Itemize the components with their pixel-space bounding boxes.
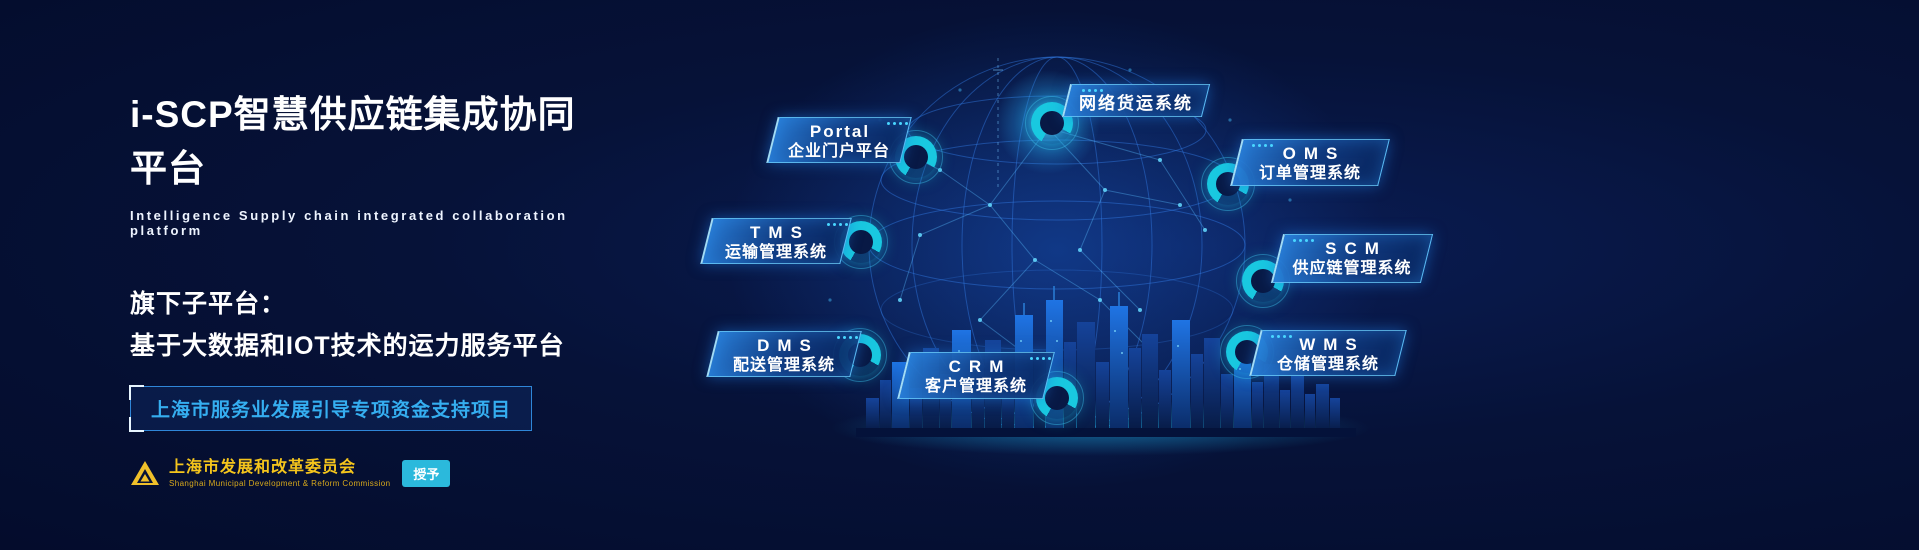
system-chip-freight[interactable]: 网络货运系统 xyxy=(1061,84,1211,117)
sub-platform-label: 旗下子平台： xyxy=(130,290,287,318)
sub-platform-desc: 基于大数据和IOT技术的运力服务平台 xyxy=(130,332,565,360)
system-chip-oms[interactable]: OMS 订单管理系统 xyxy=(1230,139,1390,186)
issuer-name: 上海市发展和改革委员会 xyxy=(169,459,357,476)
system-chip-wms[interactable]: WMS 仓储管理系统 xyxy=(1249,330,1407,376)
system-name: 网络货运系统 xyxy=(1079,94,1193,113)
funding-project-banner: 上海市服务业发展引导专项资金支持项目 xyxy=(128,385,533,432)
system-abbr: TMS xyxy=(750,223,810,242)
system-name: 客户管理系统 xyxy=(924,378,1027,395)
system-chip-crm[interactable]: CRM 客户管理系统 xyxy=(897,352,1055,399)
tms-ring-icon xyxy=(834,215,888,269)
system-name: 订单管理系统 xyxy=(1258,165,1361,182)
system-chip-tms[interactable]: TMS 运输管理系统 xyxy=(700,218,852,264)
dots-decoration xyxy=(887,122,890,125)
system-abbr: DMS xyxy=(757,336,819,355)
system-abbr: WMS xyxy=(1299,335,1365,354)
system-name: 供应链管理系统 xyxy=(1292,260,1412,277)
system-abbr: CRM xyxy=(948,357,1012,376)
dots-decoration xyxy=(1271,335,1274,338)
issuer-text: 上海市发展和改革委员会 Shanghai Municipal Developme… xyxy=(169,459,390,488)
issuer-row: 上海市发展和改革委员会 Shanghai Municipal Developme… xyxy=(130,459,610,488)
system-abbr: SCM xyxy=(1325,239,1387,258)
system-abbr: Portal xyxy=(809,122,871,141)
dots-decoration xyxy=(1252,144,1255,147)
page-subtitle: Intelligence Supply chain integrated col… xyxy=(130,208,568,238)
issuer-logo-icon xyxy=(131,461,159,485)
issuer-name-en: Shanghai Municipal Development & Reform … xyxy=(169,479,391,488)
system-name: 企业门户平台 xyxy=(787,143,890,160)
system-name: 运输管理系统 xyxy=(724,244,827,261)
dots-decoration xyxy=(1293,239,1296,242)
dots-decoration xyxy=(837,336,840,339)
system-chip-dms[interactable]: DMS 配送管理系统 xyxy=(706,331,862,377)
intro-column: i-SCP智慧供应链集成协同平台 Intelligence Supply cha… xyxy=(128,84,610,488)
system-name: 仓储管理系统 xyxy=(1276,356,1379,373)
funding-project-text: 上海市服务业发展引导专项资金支持项目 xyxy=(151,400,512,421)
system-chip-scm[interactable]: SCM 供应链管理系统 xyxy=(1270,234,1434,283)
system-chip-portal[interactable]: Portal 企业门户平台 xyxy=(766,117,912,163)
page-title: i-SCP智慧供应链集成协同平台 xyxy=(130,94,576,189)
system-name: 配送管理系统 xyxy=(732,357,835,374)
dots-decoration xyxy=(827,223,830,226)
dots-decoration xyxy=(1082,89,1085,92)
granted-badge: 授予 xyxy=(402,460,451,487)
system-abbr: OMS xyxy=(1282,144,1346,163)
dots-decoration xyxy=(1030,357,1033,360)
